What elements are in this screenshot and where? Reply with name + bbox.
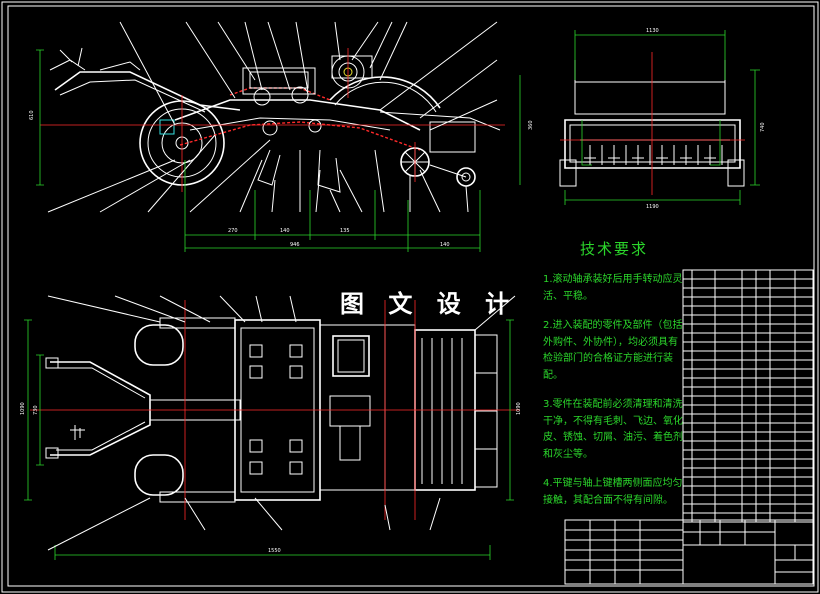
title-block	[564, 519, 814, 585]
parts-list-table	[682, 269, 814, 523]
dim-plan-right: 1090	[516, 402, 522, 415]
drawing-border	[7, 5, 815, 587]
dim-front-right: 140	[440, 242, 450, 248]
dim-front-total: 946	[290, 242, 300, 248]
dim-front-d3: 135	[340, 228, 350, 234]
dim-front-d2: 140	[280, 228, 290, 234]
dim-side-mid: 360	[528, 120, 534, 130]
dim-plan-total: 1550	[268, 548, 281, 554]
tech-requirements-list: 1.滚动轴承装好后用手转动应灵活、平稳。 2.进入装配的零件及部件（包括外购件、…	[543, 272, 683, 522]
plan-view	[24, 295, 520, 560]
dim-side-top: 1130	[646, 28, 659, 34]
dim-front-d1: 270	[228, 228, 238, 234]
tech-requirement-item: 2.进入装配的零件及部件（包括外购件、外协件），均必须具有检验部门的合格证方能进…	[543, 320, 683, 381]
front-elevation-view	[36, 21, 521, 252]
dim-side-height: 740	[760, 122, 766, 132]
tech-requirements-title: 技术要求	[580, 240, 649, 258]
tech-requirement-item: 3.零件在装配前必须清理和清洗干净，不得有毛刺、飞边、氧化皮、锈蚀、切屑、油污、…	[543, 399, 683, 460]
dim-front-height: 610	[29, 110, 35, 120]
dim-plan-left: 1090	[20, 402, 26, 415]
dim-side-bottom: 1190	[646, 204, 659, 210]
watermark-text: 图 文 设 计	[340, 289, 518, 318]
side-elevation-view	[559, 30, 760, 205]
dim-plan-inner: 730	[33, 405, 39, 415]
tech-requirement-item: 1.滚动轴承装好后用手转动应灵活、平稳。	[543, 274, 683, 302]
tech-requirement-item: 4.平键与轴上键槽两侧面应均匀接触，其配合面不得有间隙。	[543, 478, 683, 506]
